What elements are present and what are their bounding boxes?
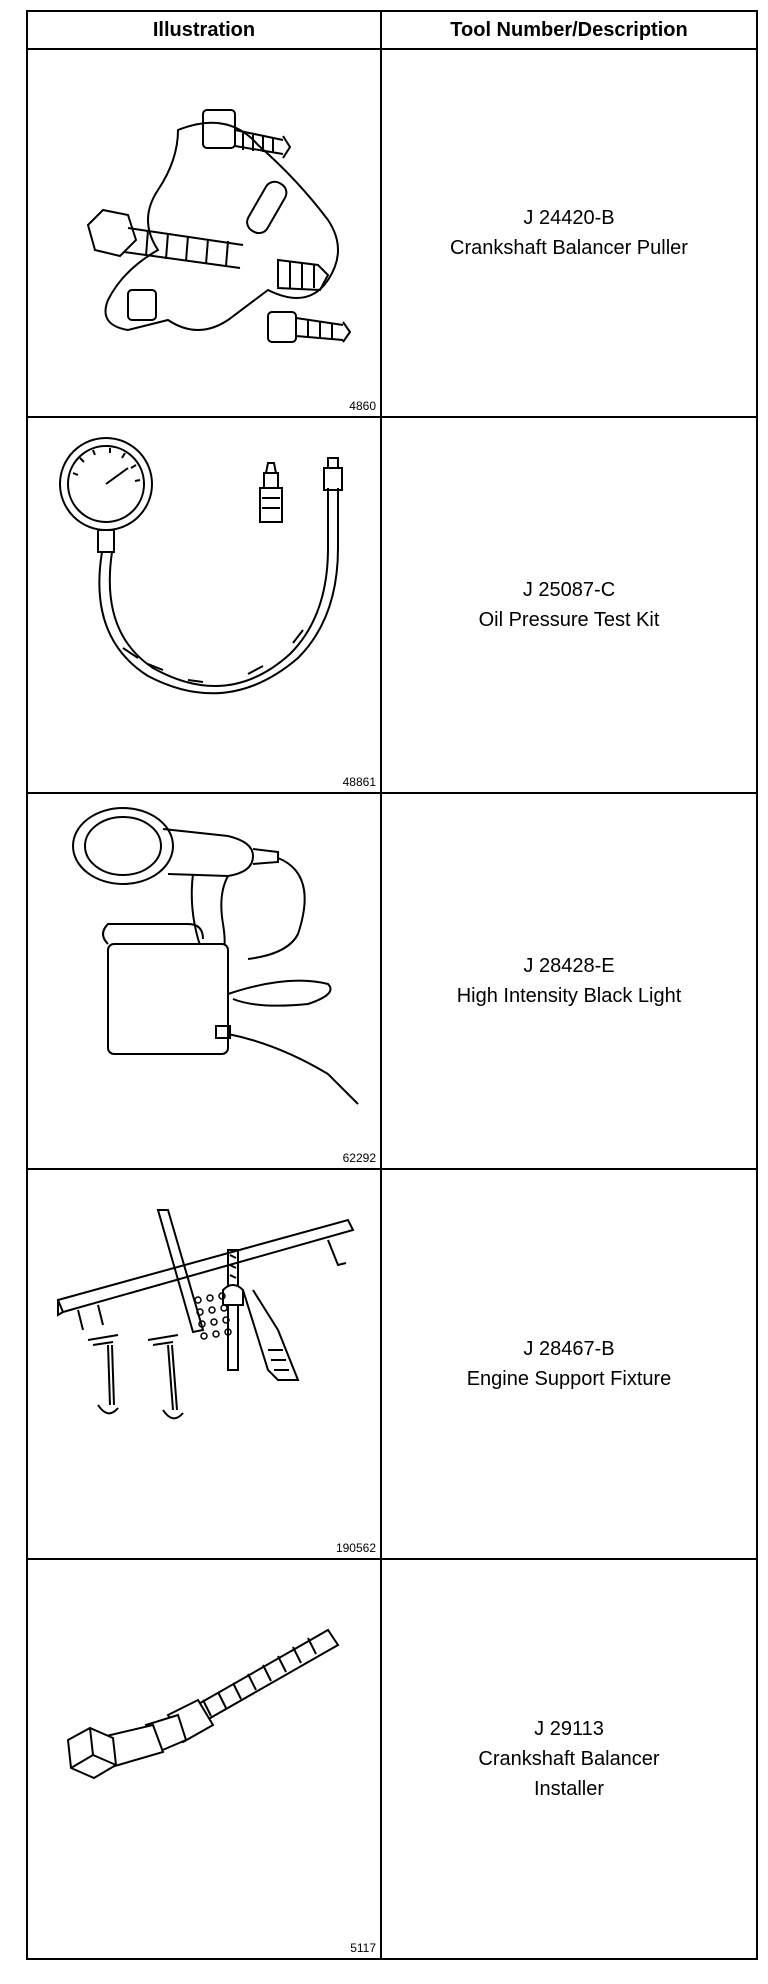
tool-description-line: Installer [533,1778,605,1800]
tool-number: J 24420-B [523,207,615,229]
table-row: 62292 J 28428-E High Intensity Black Lig… [28,794,756,1170]
table-row: 4860 J 24420-B Crankshaft Balancer Pulle… [28,50,756,418]
tool-number: J 28428-E [523,955,615,977]
oil-pressure-gauge-icon [59,437,343,695]
tool-description-cell: J 28428-E High Intensity Black Light [382,794,756,1168]
tool-description-cell: J 25087-C Oil Pressure Test Kit [382,418,756,792]
balancer-installer-icon [66,1628,340,1780]
tool-description: Crankshaft Balancer Puller [450,237,688,259]
tool-number: J 25087-C [522,579,616,601]
tool-description-cell: J 24420-B Crankshaft Balancer Puller [382,50,756,416]
tool-description: Oil Pressure Test Kit [478,609,660,631]
illustration-cell: 5117 [28,1560,382,1958]
tool-column-header: Tool Number/Description [450,18,688,41]
illustration-cell: 48861 [28,418,382,792]
tool-description: Engine Support Fixture [466,1368,672,1390]
special-tools-table: Illustration Tool Number/Description [26,10,758,1960]
figure-number: 62292 [342,1151,376,1165]
engine-support-fixture-icon [56,1209,355,1420]
table-header: Illustration Tool Number/Description [28,12,756,50]
black-light-icon [72,807,359,1105]
illustration-column-header: Illustration [28,12,382,48]
figure-number: 48861 [342,775,376,789]
figure-number: 4860 [349,399,376,413]
tool-number: J 29113 [534,1718,604,1740]
illustration-cell: 190562 [28,1170,382,1558]
figure-number: 190562 [335,1541,376,1555]
tool-description-cell: J 29113 Crankshaft Balancer Installer [382,1560,756,1958]
tool-number: J 28467-B [523,1338,615,1360]
figure-number: 5117 [350,1941,376,1955]
illustration-cell: 62292 [28,794,382,1168]
tool-description-line: Crankshaft Balancer [478,1748,660,1770]
illustration-cell: 4860 [28,50,382,416]
balancer-puller-icon [86,109,352,343]
table-row: 190562 J 28467-B Engine Support Fixture [28,1170,756,1560]
tool-description-cell: J 28467-B Engine Support Fixture [382,1170,756,1558]
table-row: 48861 J 25087-C Oil Pressure Test Kit [28,418,756,794]
table-row: 5117 J 29113 Crankshaft Balancer Install… [28,1560,756,1958]
tool-description: High Intensity Black Light [456,985,682,1007]
